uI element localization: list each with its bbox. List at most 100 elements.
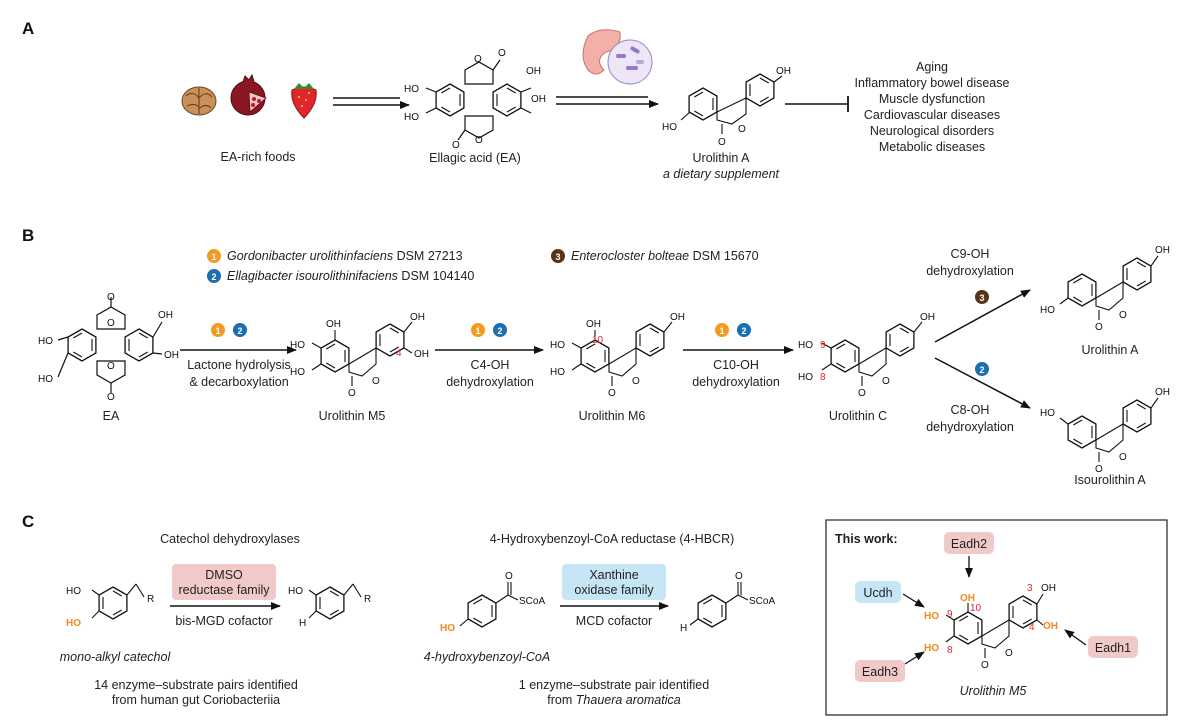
atom-ho: HO xyxy=(38,374,53,385)
arrow-eadh3 xyxy=(904,651,925,665)
enzyme-ucdh: Ucdh xyxy=(863,586,892,600)
urolithin-a-b-label: Urolithin A xyxy=(1082,343,1140,357)
disease-item: Metabolic diseases xyxy=(879,140,985,154)
step5-badge: 2 xyxy=(975,362,989,376)
catechol-pairs: from human gut Coriobacteriia xyxy=(112,693,280,707)
enzyme-box-eadh3 xyxy=(855,660,905,682)
urolithin-a-structure: O O HO OH xyxy=(662,66,791,148)
arrow-a1 xyxy=(333,97,410,109)
atom-ho: HO xyxy=(38,336,53,347)
hydroxybenzoyl-coa-structure: O SCoA HO xyxy=(440,571,545,634)
arrow-ucdh xyxy=(902,593,925,608)
catechol-pairs: 14 enzyme–substrate pairs identified xyxy=(94,678,298,692)
ea-structure: O O O O HO HO OH OH xyxy=(38,292,179,403)
atom-oh: OH xyxy=(326,319,341,330)
atom-ho: HO xyxy=(798,372,813,383)
enzyme-box-eadh1 xyxy=(1088,636,1138,658)
atom-oh: OH xyxy=(414,349,429,360)
atom-o: O xyxy=(107,361,115,372)
isourolithin-a-label: Isourolithin A xyxy=(1074,473,1146,487)
atom-number: 8 xyxy=(947,645,953,656)
atom-oh: OH xyxy=(1155,245,1170,256)
atom-o: O xyxy=(882,376,890,387)
atom-o: O xyxy=(632,376,640,387)
atom-ho: HO xyxy=(288,586,303,597)
gut-microbiota-icon xyxy=(582,29,653,85)
atom-number: 9 xyxy=(947,609,953,620)
enzyme-eadh2: Eadh2 xyxy=(951,537,987,551)
step4-label: C9-OH xyxy=(951,247,990,261)
svg-text:2: 2 xyxy=(237,326,242,336)
disease-item: Neurological disorders xyxy=(870,124,994,138)
badge-number: 3 xyxy=(555,252,560,262)
atom-number: 9 xyxy=(820,340,826,351)
atom-oh: OH xyxy=(164,350,179,361)
atom-ho: HO xyxy=(1040,305,1055,316)
step2-badges: 1 2 xyxy=(471,323,507,337)
arrow-a2 xyxy=(556,96,659,108)
svg-text:2: 2 xyxy=(741,326,746,336)
atom-o: O xyxy=(1119,452,1127,463)
hbcr-title: 4-Hydroxybenzoyl-CoA reductase (4-HBCR) xyxy=(490,532,735,546)
atom-h: H xyxy=(299,618,306,629)
step5-label: dehydroxylation xyxy=(926,420,1014,434)
atom-ho-orange: HO xyxy=(440,623,455,634)
foods-label: EA-rich foods xyxy=(220,150,295,164)
urolithin-m6-structure: OH 10 HO HO OH O O xyxy=(550,312,685,399)
disease-item: Inflammatory bowel disease xyxy=(855,76,1010,90)
atom-oh: OH xyxy=(158,310,173,321)
disease-item: Cardiovascular diseases xyxy=(864,108,1000,122)
hbcr-cofactor: MCD cofactor xyxy=(576,614,652,628)
legend-strain: DSM 15670 xyxy=(693,249,759,263)
catechol-structure: HO HO R xyxy=(66,583,154,629)
atom-oh: OH xyxy=(586,319,601,330)
legend-name: Enterocloster bolteae xyxy=(571,249,689,263)
atom-ho-orange: HO xyxy=(924,643,939,654)
step5-label: C8-OH xyxy=(951,403,990,417)
atom-oh: OH xyxy=(920,312,935,323)
atom-ho: HO xyxy=(404,112,419,123)
hbcr-organism: Thauera aromatica xyxy=(576,693,681,707)
enzyme-box-eadh2 xyxy=(944,532,994,554)
svg-text:2: 2 xyxy=(979,365,984,375)
atom-o: O xyxy=(718,137,726,148)
pomegranate-icon xyxy=(230,73,267,116)
enzyme-eadh3: Eadh3 xyxy=(862,665,898,679)
badge-number: 1 xyxy=(211,252,216,262)
xanthine-oxidase-box xyxy=(562,564,666,600)
atom-ho: HO xyxy=(290,340,305,351)
disease-item: Aging xyxy=(916,60,948,74)
badge-orange xyxy=(207,249,221,263)
svg-text:Gordonibacter urolithinfaciens: Gordonibacter urolithinfaciens DSM 27213 xyxy=(227,249,463,263)
atom-ho-orange: HO xyxy=(66,618,81,629)
atom-o: O xyxy=(858,388,866,399)
svg-text:1: 1 xyxy=(475,326,480,336)
dmso-box-text: DMSO xyxy=(205,568,243,582)
atom-o: O xyxy=(1005,648,1013,659)
urolithin-m5-work-structure: OH 10 HO 9 HO 8 OH 3 OH 4 O O xyxy=(924,583,1058,671)
atom-o: O xyxy=(452,140,460,151)
disease-item: Muscle dysfunction xyxy=(879,92,985,106)
legend-name: Ellagibacter isourolithinifaciens xyxy=(227,269,398,283)
atom-number: 4 xyxy=(1029,622,1035,633)
this-work-title: This work: xyxy=(835,532,898,546)
svg-text:1: 1 xyxy=(215,326,220,336)
urolithin-m5-structure: OH HO HO OH OH 4 O O xyxy=(290,312,429,399)
urolithin-a-b-structure: HO OH O O xyxy=(1040,245,1170,333)
dmso-reductase-box xyxy=(172,564,276,600)
ellagic-acid-structure: O O O O HO HO OH OH xyxy=(404,48,546,151)
atom-o: O xyxy=(474,54,482,65)
catechol-title: Catechol dehydroxylases xyxy=(160,532,300,546)
atom-number: 10 xyxy=(592,335,604,346)
atom-o: O xyxy=(981,660,989,671)
walnut-icon xyxy=(181,86,217,116)
hbcr-pairs: 1 enzyme–substrate pair identified xyxy=(519,678,709,692)
atom-o: O xyxy=(372,376,380,387)
atom-oh: OH xyxy=(526,66,541,77)
badge-number: 2 xyxy=(211,272,216,282)
legend: 1 Gordonibacter urolithinfaciens DSM 272… xyxy=(207,249,759,283)
atom-oh: OH xyxy=(1041,583,1056,594)
xo-box-text: oxidase family xyxy=(574,583,654,597)
urolithin-c-structure: HO 9 HO 8 OH O O xyxy=(798,312,935,399)
